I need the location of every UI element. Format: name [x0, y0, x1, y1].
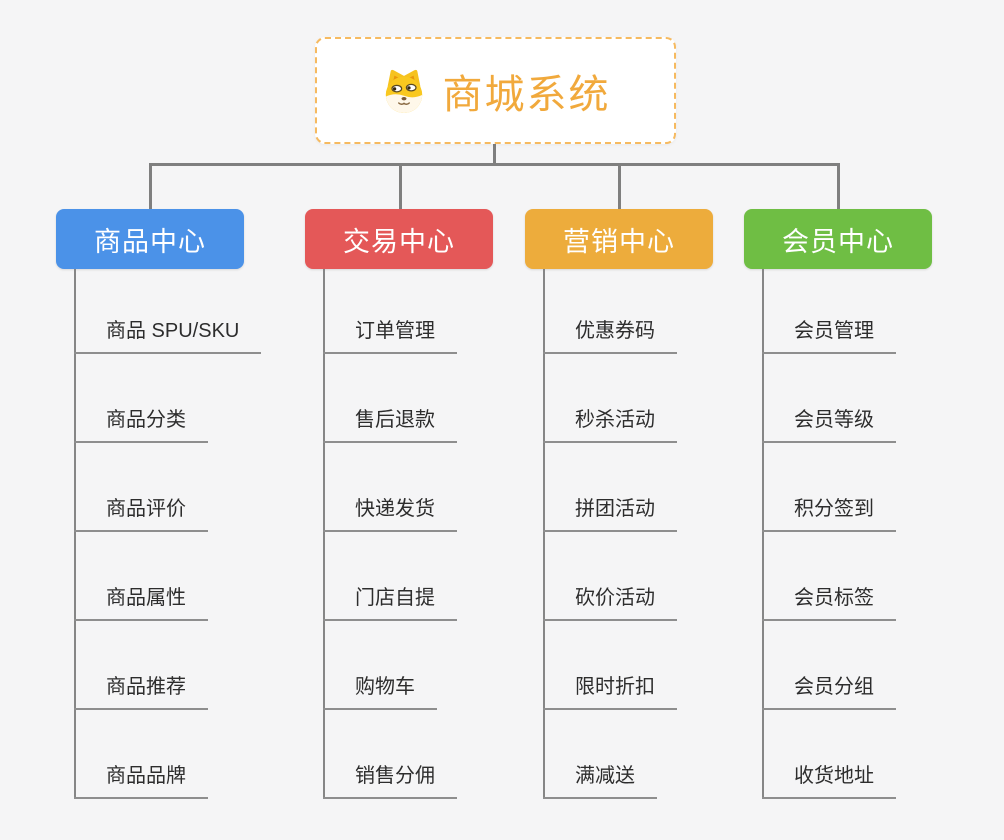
child-node[interactable]: 门店自提: [323, 585, 457, 621]
child-node[interactable]: 会员等级: [762, 407, 896, 443]
child-node[interactable]: 优惠券码: [543, 318, 677, 354]
child-node[interactable]: 拼团活动: [543, 496, 677, 532]
child-node[interactable]: 砍价活动: [543, 585, 677, 621]
branch-node-member[interactable]: 会员中心: [744, 209, 932, 269]
child-node[interactable]: 商品推荐: [74, 674, 208, 710]
root-title: 商城系统: [442, 72, 611, 117]
connector-horizontal-bus: [149, 163, 840, 166]
branch-trade: 交易中心 订单管理 售后退款 快递发货 门店自提 购物车 销售分佣: [305, 209, 555, 829]
child-node[interactable]: 销售分佣: [323, 763, 457, 799]
child-node[interactable]: 商品评价: [74, 496, 208, 532]
connector-spine-trade: [323, 269, 325, 799]
connector-spine-product: [74, 269, 76, 799]
branch-label: 商品中心: [94, 226, 206, 257]
child-node[interactable]: 限时折扣: [543, 674, 677, 710]
connector-drop-marketing: [618, 165, 621, 209]
branch-node-marketing[interactable]: 营销中心: [525, 209, 713, 269]
child-node[interactable]: 商品属性: [74, 585, 208, 621]
child-node[interactable]: 购物车: [323, 674, 437, 710]
branch-product: 商品中心 商品 SPU/SKU 商品分类 商品评价 商品属性 商品推荐 商品品牌: [56, 209, 306, 829]
connector-root-stem: [493, 142, 496, 164]
child-node[interactable]: 快递发货: [323, 496, 457, 532]
child-node[interactable]: 会员分组: [762, 674, 896, 710]
root-node[interactable]: 商城系统: [315, 37, 676, 144]
branch-node-trade[interactable]: 交易中心: [305, 209, 493, 269]
connector-spine-member: [762, 269, 764, 799]
child-node[interactable]: 商品分类: [74, 407, 208, 443]
branch-member: 会员中心 会员管理 会员等级 积分签到 会员标签 会员分组 收货地址: [744, 209, 994, 829]
shiba-dog-icon: [381, 68, 427, 114]
child-node[interactable]: 商品品牌: [74, 763, 208, 799]
connector-spine-marketing: [543, 269, 545, 799]
child-node[interactable]: 收货地址: [762, 763, 896, 799]
connector-drop-member: [837, 165, 840, 209]
connector-drop-trade: [399, 165, 402, 209]
child-node[interactable]: 满减送: [543, 763, 657, 799]
child-node[interactable]: 会员标签: [762, 585, 896, 621]
branch-label: 交易中心: [343, 226, 455, 257]
child-node[interactable]: 订单管理: [323, 318, 457, 354]
connector-drop-product: [149, 165, 152, 209]
child-node[interactable]: 秒杀活动: [543, 407, 677, 443]
branch-label: 营销中心: [563, 226, 675, 257]
branch-label: 会员中心: [782, 226, 894, 257]
child-node[interactable]: 积分签到: [762, 496, 896, 532]
child-node[interactable]: 会员管理: [762, 318, 896, 354]
branch-marketing: 营销中心 优惠券码 秒杀活动 拼团活动 砍价活动 限时折扣 满减送: [525, 209, 775, 829]
child-node[interactable]: 售后退款: [323, 407, 457, 443]
child-node[interactable]: 商品 SPU/SKU: [74, 318, 262, 354]
branch-node-product[interactable]: 商品中心: [56, 209, 244, 269]
